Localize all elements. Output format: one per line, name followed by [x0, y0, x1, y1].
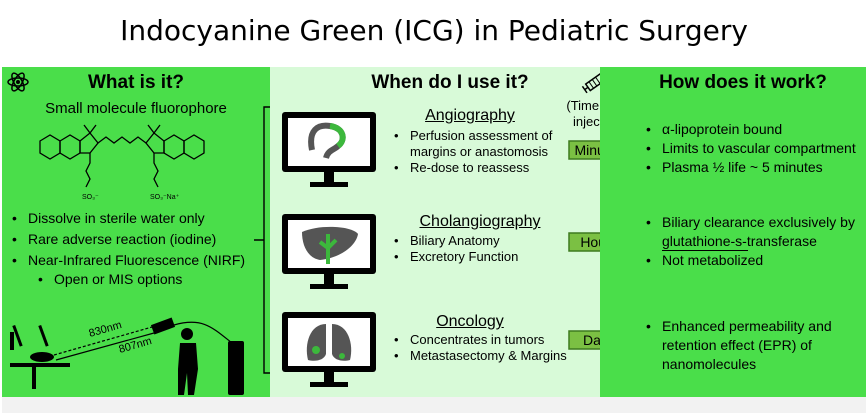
angiography-list: Perfusion assessment of margins or anast…: [388, 128, 568, 176]
mechanism-list-days: Enhanced permeability and retention effe…: [640, 317, 862, 374]
list-item: Biliary Anatomy: [388, 233, 568, 249]
fluorophore-subtitle: Small molecule fluorophore: [45, 100, 227, 117]
exclusively-underline: [662, 250, 748, 251]
when-to-use-panel: When do I use it? Angiography Perfusion …: [270, 67, 600, 397]
monitor-angiography: [282, 112, 376, 187]
list-item: α-lipoprotein bound: [640, 120, 862, 139]
list-item: Biliary clearance exclusively by glutath…: [640, 213, 862, 251]
monitor-stand-left: [10, 332, 14, 350]
patient: [30, 352, 54, 362]
oncology-list: Concentrates in tumors Metastasectomy & …: [388, 332, 568, 364]
list-item: Re-dose to reassess: [388, 160, 568, 176]
atom-icon: [7, 72, 29, 92]
page-title: Indocyanine Green (ICG) in Pediatric Sur…: [120, 14, 748, 47]
nirf-imaging-scene: 830nm 807nm: [10, 317, 244, 395]
biliary-clearance-text: Biliary clearance exclusively by glutath…: [662, 214, 855, 249]
list-item: Rare adverse reaction (iodine): [6, 229, 268, 250]
what-is-it-heading: What is it?: [87, 72, 185, 93]
list-item: Excretory Function: [388, 249, 568, 265]
section-title-oncology: Oncology: [436, 313, 504, 330]
what-is-it-panel: What is it? Small molecule fluorophore S…: [2, 67, 272, 397]
surgeon-body: [178, 343, 198, 395]
cholangiography-list: Biliary Anatomy Excretory Function: [388, 233, 568, 265]
lamp-right: [38, 324, 49, 347]
list-item: Limits to vascular compartment: [640, 139, 862, 158]
when-heading: When do I use it?: [371, 72, 529, 93]
sulfonate-sodium-label: SO₃⁻Na⁺: [150, 194, 180, 201]
list-item: Not metabolized: [640, 251, 862, 270]
nirf-sublist: Open or MIS options: [32, 271, 262, 288]
tower-unit: [228, 341, 244, 395]
sulfonate-label: SO₃⁻: [82, 194, 99, 201]
how-heading: How does it work?: [659, 72, 827, 93]
section-title-cholangiography: Cholangiography: [419, 213, 541, 230]
mechanism-list-hours: Biliary clearance exclusively by glutath…: [640, 213, 862, 270]
monitor-oncology: [282, 312, 376, 387]
bracket-connector: [254, 106, 272, 374]
operating-table: [10, 363, 70, 367]
camera-head: [150, 317, 176, 335]
list-item: Near-Infrared Fluorescence (NIRF): [6, 250, 268, 271]
what-is-it-list: Dissolve in sterile water only Rare adve…: [6, 208, 268, 271]
mechanism-list-minutes: α-lipoprotein bound Limits to vascular c…: [640, 120, 862, 177]
list-item: Dissolve in sterile water only: [6, 208, 268, 229]
bottom-strip: [2, 397, 866, 413]
list-item: Metastasectomy & Margins: [388, 348, 568, 364]
section-title-angiography: Angiography: [425, 107, 515, 124]
surgeon-head: [181, 328, 193, 340]
monitor-cholangiography: [282, 214, 376, 289]
lamp-left: [12, 324, 23, 347]
list-item: Plasma ½ life ~ 5 minutes: [640, 158, 862, 177]
list-item: Perfusion assessment of margins or anast…: [388, 128, 568, 160]
list-item: Open or MIS options: [32, 271, 262, 288]
icg-molecule-structure: SO₃⁻ SO₃⁻Na⁺: [39, 124, 205, 201]
how-it-works-panel: How does it work? α-lipoprotein bound Li…: [600, 67, 866, 397]
list-item: Concentrates in tumors: [388, 332, 568, 348]
list-item: Enhanced permeability and retention effe…: [640, 317, 862, 374]
